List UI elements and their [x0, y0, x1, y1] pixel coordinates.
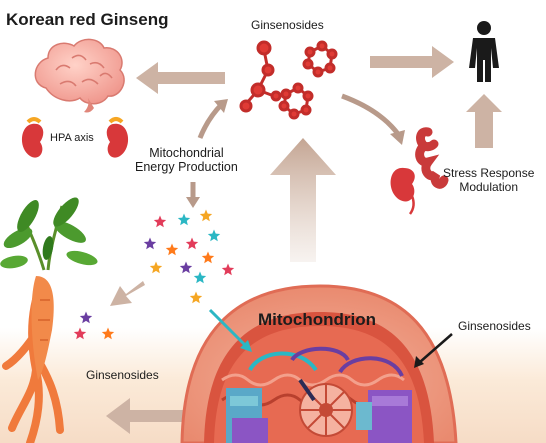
sparkle-star-icon — [201, 251, 215, 264]
person-icon — [469, 21, 499, 82]
arrow-curve-up — [197, 102, 224, 139]
mitochondrion-icon — [180, 284, 458, 443]
arrow-to-person — [370, 46, 454, 78]
diagram-title: Korean red Ginseng — [6, 10, 169, 29]
arrow-up-center — [270, 138, 336, 262]
label-ginsenosides-right: Ginsenosides — [458, 319, 531, 333]
sparkle-star-icon — [177, 213, 191, 226]
energy-sparkles — [73, 209, 235, 340]
stress-organ-icons — [390, 127, 449, 215]
label-stress-line2: Modulation — [459, 179, 519, 194]
ginseng-root-icon — [0, 197, 98, 443]
brain-icon — [34, 38, 125, 113]
pointer-arrows — [208, 308, 453, 402]
arrow-bottom-left — [106, 398, 185, 434]
arrow-curve-to-stress — [341, 93, 400, 136]
sparkle-star-icon — [101, 327, 115, 340]
label-stress-response: Stress Response Modulation — [443, 166, 535, 195]
sparkle-star-icon — [221, 263, 235, 276]
sparkle-star-icon — [165, 243, 179, 256]
sparkle-star-icon — [207, 229, 221, 242]
ginsenoside-molecules — [239, 40, 338, 120]
flow-arrows — [106, 46, 502, 434]
label-mito-energy-line2: Energy Production — [135, 160, 238, 175]
arrow-to-root — [110, 281, 145, 306]
label-mito-energy-line1: Mitochondrial — [149, 146, 224, 160]
sparkle-star-icon — [143, 237, 157, 250]
sparkle-star-icon — [153, 215, 167, 228]
sparkle-star-icon — [79, 311, 93, 324]
sparkle-star-icon — [185, 237, 199, 250]
sparkle-star-icon — [193, 271, 207, 284]
arrow-to-brain — [136, 62, 225, 94]
label-ginsenosides-top: Ginsenosides — [251, 18, 324, 32]
label-mitochondrion: Mitochondrion — [258, 310, 377, 329]
sparkle-star-icon — [199, 209, 213, 222]
label-ginsenosides-left: Ginsenosides — [86, 368, 159, 382]
adrenal-kidney-left — [21, 117, 129, 158]
sparkle-star-icon — [149, 261, 163, 274]
label-stress-line1: Stress Response — [443, 166, 535, 180]
arrow-up-right — [466, 94, 502, 148]
sparkle-star-icon — [73, 327, 87, 340]
sparkle-star-icon — [189, 291, 203, 304]
label-mitochondrial-energy: Mitochondrial Energy Production — [135, 146, 238, 175]
sparkle-star-icon — [179, 261, 193, 274]
label-hpa-axis: HPA axis — [50, 132, 94, 144]
